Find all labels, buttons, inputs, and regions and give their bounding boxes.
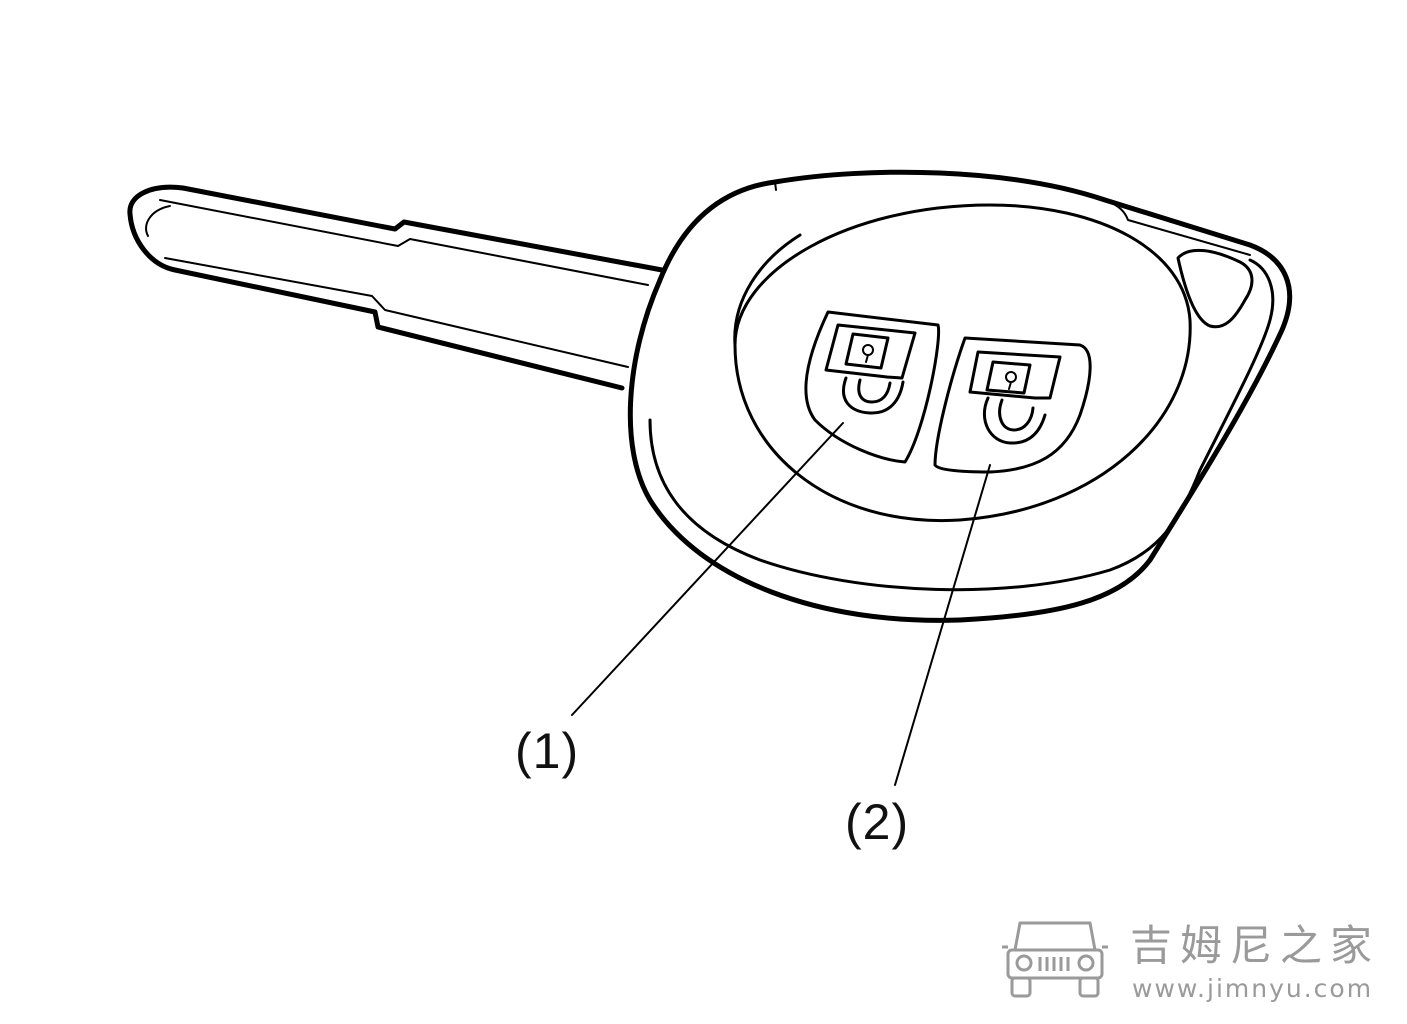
unlock-icon bbox=[824, 323, 917, 415]
key-blade bbox=[127, 184, 665, 391]
leader-line-1 bbox=[571, 422, 844, 716]
watermark-url: www.jimnyu.com bbox=[1132, 974, 1374, 1003]
jeep-logo-icon bbox=[1002, 921, 1108, 998]
key-head bbox=[627, 169, 1293, 623]
callout-label-1: (1) bbox=[515, 723, 580, 779]
remote-button-1[interactable] bbox=[804, 310, 941, 464]
remote-button-2[interactable] bbox=[933, 336, 1092, 474]
watermark-title: 吉姆尼之家 bbox=[1130, 921, 1381, 970]
lock-icon bbox=[968, 350, 1062, 445]
leader-line-2 bbox=[894, 464, 991, 786]
button-panel bbox=[733, 203, 1192, 523]
callout-label-2: (2) bbox=[845, 794, 910, 850]
